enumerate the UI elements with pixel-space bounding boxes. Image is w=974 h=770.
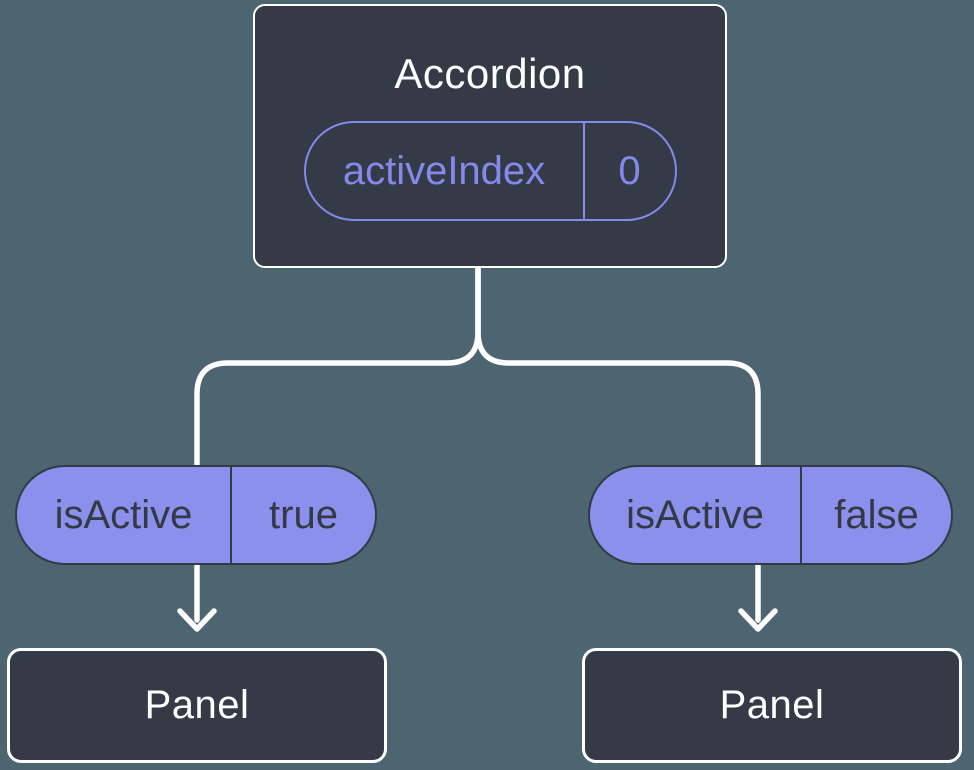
prop-name-left: isActive	[54, 492, 193, 537]
prop-pill-right: isActive false	[588, 465, 953, 565]
panel-node-left-title: Panel	[144, 683, 250, 727]
prop-name-right: isActive	[626, 492, 764, 537]
state-prop-pill: activeIndex 0	[303, 121, 677, 221]
connector-left	[194, 265, 481, 623]
prop-value-right: false	[800, 467, 951, 563]
connector-right	[475, 265, 761, 623]
accordion-node-title: Accordion	[394, 50, 586, 97]
prop-value-left: true	[230, 467, 375, 563]
arrowhead-right-icon	[738, 608, 778, 632]
state-prop-name: activeIndex	[342, 148, 546, 193]
panel-node-left: Panel	[7, 648, 387, 763]
panel-node-right: Panel	[582, 648, 962, 763]
prop-pill-left: isActive true	[15, 465, 377, 565]
panel-node-right-title: Panel	[719, 683, 825, 727]
arrowhead-left-icon	[177, 608, 217, 632]
accordion-node: Accordion activeIndex 0	[253, 4, 727, 268]
state-prop-value: 0	[582, 123, 675, 219]
